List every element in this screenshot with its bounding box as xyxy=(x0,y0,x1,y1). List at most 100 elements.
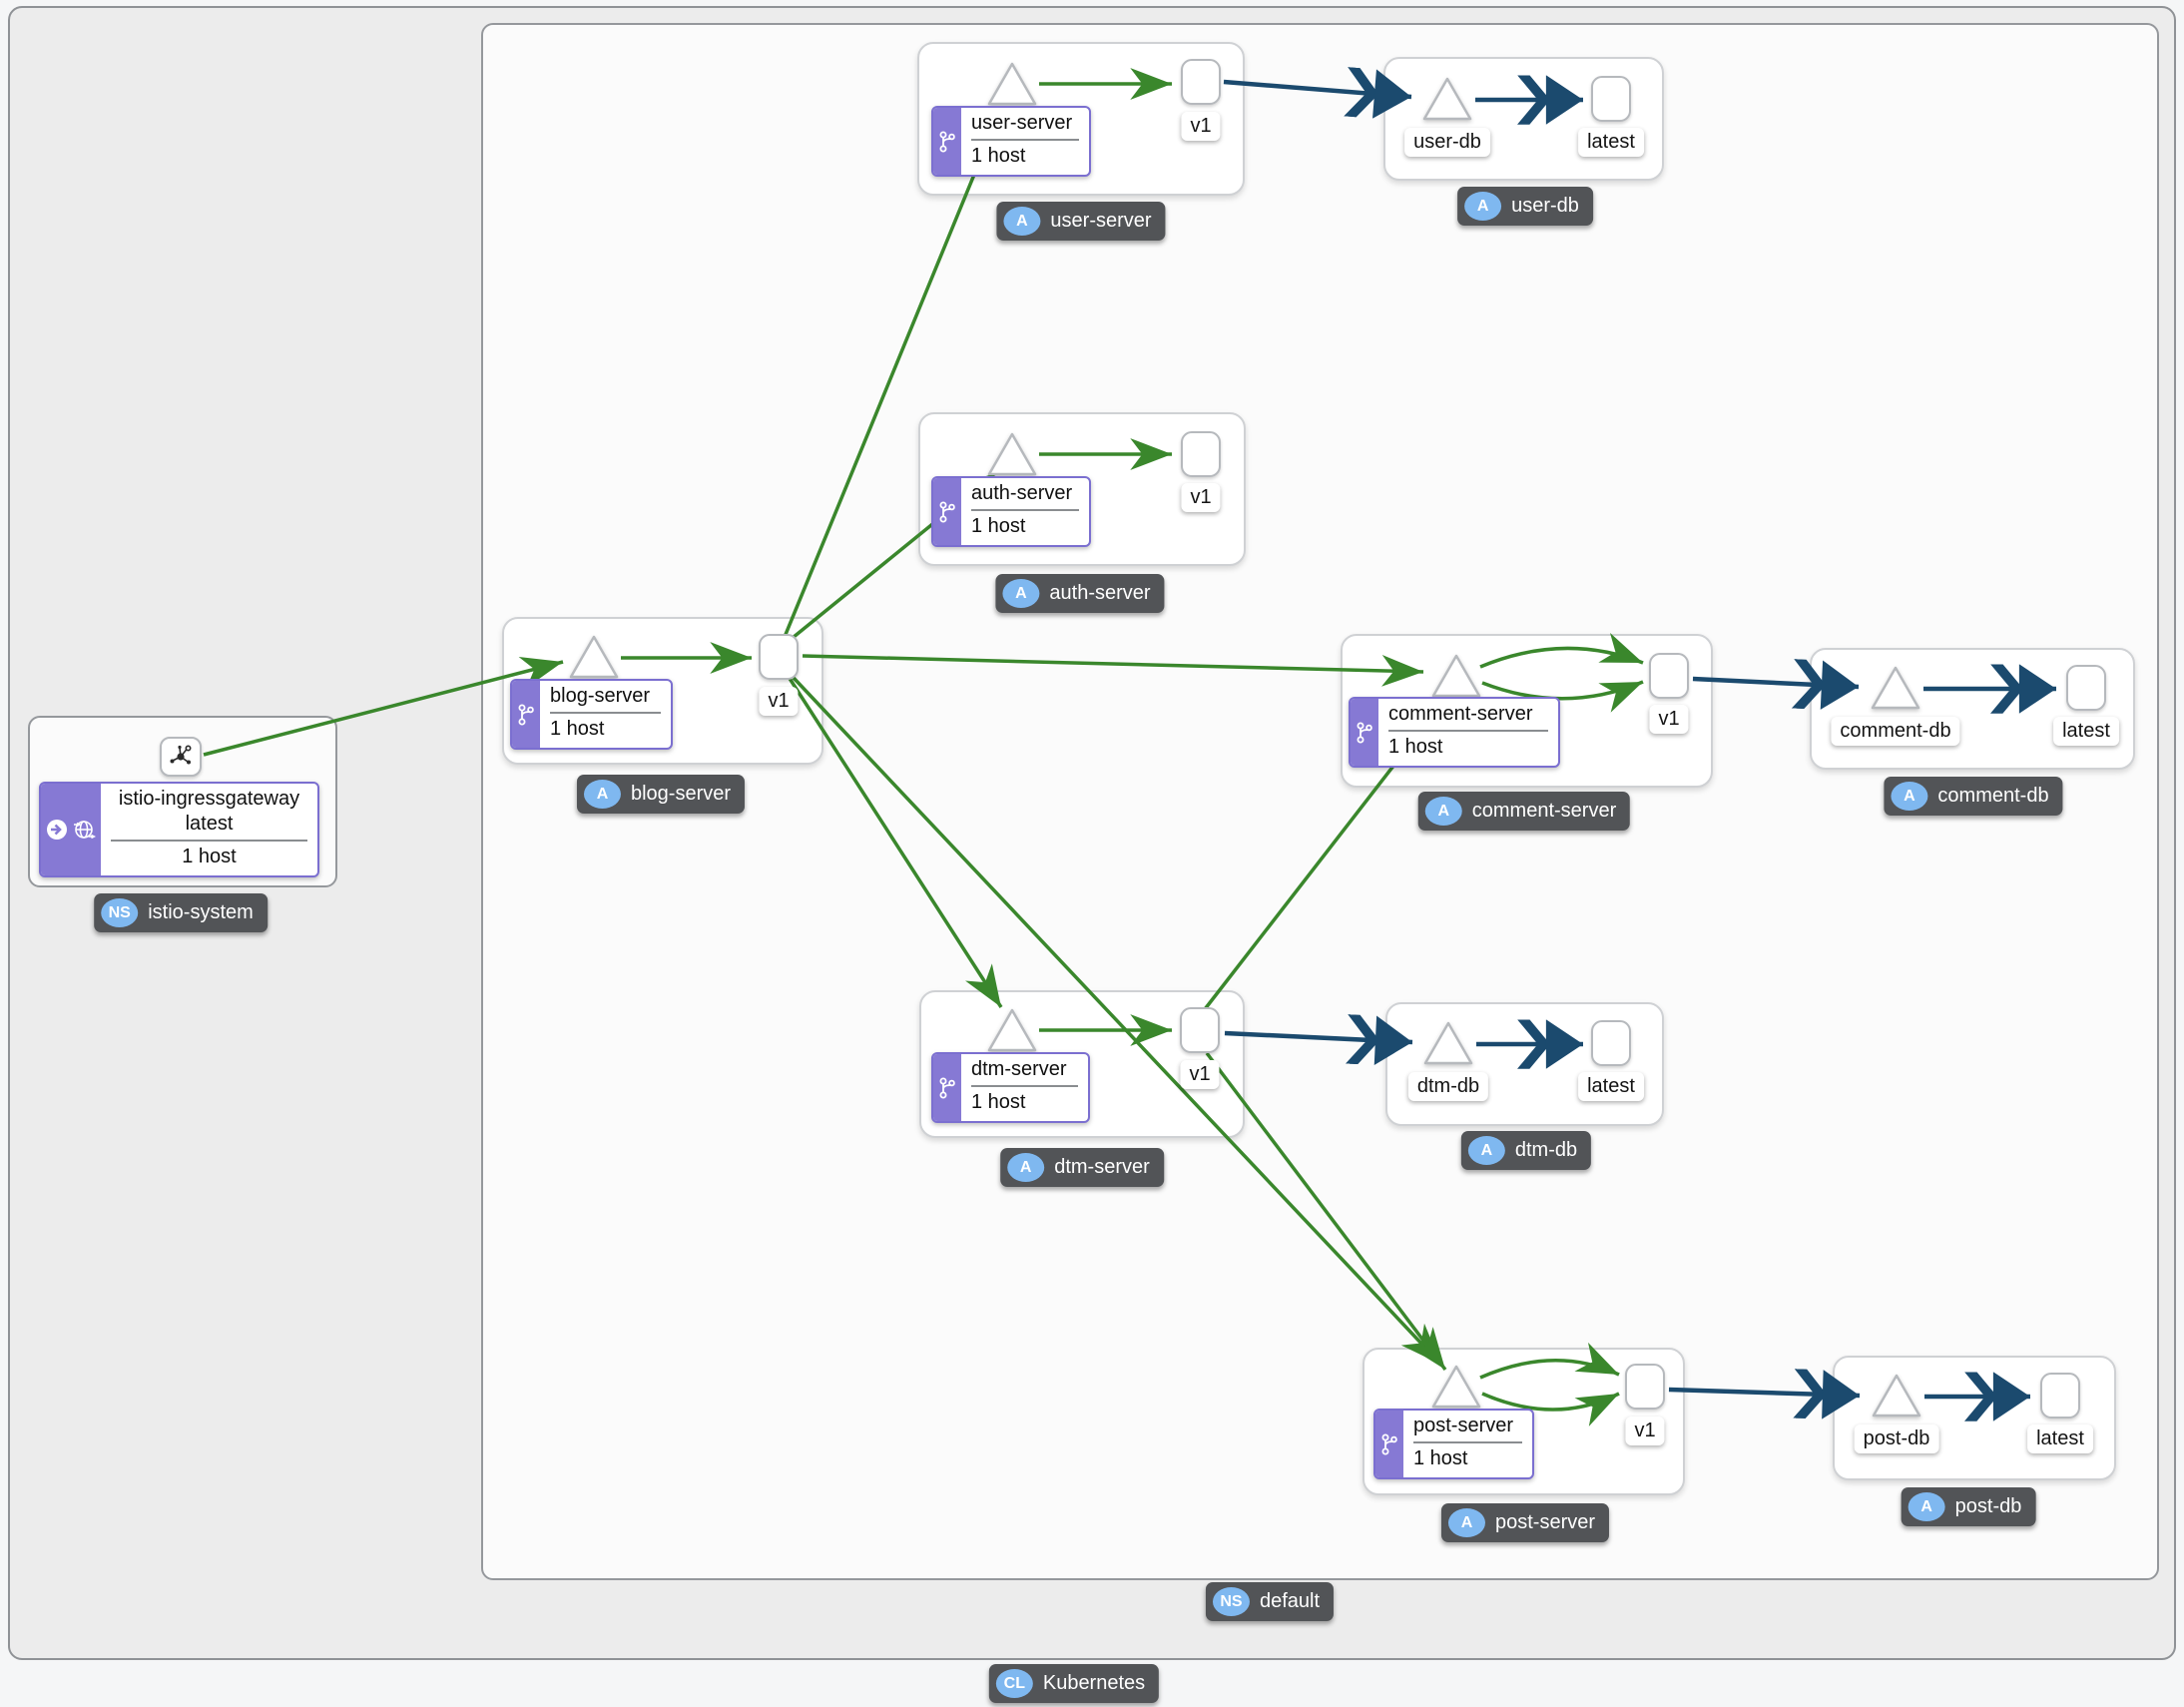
app-tag-label: post-server xyxy=(1494,1511,1596,1533)
app-badge: A xyxy=(1464,192,1502,221)
card-divider xyxy=(971,509,1079,511)
app-card-name: dtm-server xyxy=(971,1058,1067,1080)
namespace-tag-default[interactable]: NS default xyxy=(1205,1582,1335,1621)
workload-node-comment-db-latest[interactable] xyxy=(2066,665,2106,711)
workload-version-chip: latest xyxy=(1578,128,1644,157)
app-card-hosts: 1 host xyxy=(971,1091,1026,1113)
workload-node-comment-server-v1[interactable] xyxy=(1649,653,1689,699)
app-card-name: post-server xyxy=(1413,1415,1514,1436)
app-badge: A xyxy=(1424,797,1462,826)
app-tag-label: comment-db xyxy=(1937,785,2049,807)
workload-node-blog-server-v1[interactable] xyxy=(759,634,799,680)
workload-node-auth-server-v1[interactable] xyxy=(1181,431,1221,477)
app-card-name: user-server xyxy=(971,112,1073,134)
app-version-card-user-server[interactable]: user-server 1 host xyxy=(931,106,1091,177)
app-tag-dtm-db[interactable]: A dtm-db xyxy=(1460,1131,1592,1170)
gateway-hosts: 1 host xyxy=(182,846,237,867)
service-node-user-db[interactable] xyxy=(1420,75,1474,123)
app-card-hosts: 1 host xyxy=(971,515,1026,537)
gateway-badges xyxy=(41,784,101,875)
service-node-post-server[interactable] xyxy=(1429,1363,1483,1411)
app-tag-comment-db[interactable]: A comment-db xyxy=(1884,777,2063,816)
cluster-tag-label: Kubernetes xyxy=(1042,1672,1146,1694)
workload-node-istio-ingressgateway[interactable] xyxy=(160,737,202,777)
namespace-tag-istio-system[interactable]: NS istio-system xyxy=(94,893,268,932)
app-card-hosts: 1 host xyxy=(1388,736,1443,758)
app-badge: A xyxy=(1447,1508,1485,1537)
app-card-name: blog-server xyxy=(550,685,651,707)
service-label-chip: dtm-db xyxy=(1407,1072,1489,1101)
git-branch-icon xyxy=(1351,699,1378,766)
card-divider xyxy=(550,712,661,714)
gateway-globe-icon xyxy=(74,821,96,840)
app-version-card-post-server[interactable]: post-server 1 host xyxy=(1373,1409,1534,1479)
workload-node-dtm-db-latest[interactable] xyxy=(1591,1020,1631,1066)
git-branch-icon xyxy=(933,478,961,545)
cluster-tag-kubernetes[interactable]: CL Kubernetes xyxy=(988,1664,1160,1703)
card-divider xyxy=(111,840,307,842)
card-divider xyxy=(1388,730,1548,732)
app-tag-label: dtm-server xyxy=(1054,1156,1150,1178)
service-node-dtm-server[interactable] xyxy=(985,1006,1039,1054)
app-version-card-auth-server[interactable]: auth-server 1 host xyxy=(931,476,1091,547)
app-badge: A xyxy=(1908,1492,1945,1521)
app-version-card-istio-ingressgateway[interactable]: istio-ingressgateway latest 1 host xyxy=(39,782,319,877)
app-tag-label: user-db xyxy=(1511,195,1579,217)
service-label-chip: post-db xyxy=(1854,1424,1939,1453)
app-tag-post-server[interactable]: A post-server xyxy=(1440,1503,1610,1542)
workload-node-post-server-v1[interactable] xyxy=(1625,1364,1665,1410)
service-node-user-server[interactable] xyxy=(985,60,1039,108)
workload-node-user-server-v1[interactable] xyxy=(1181,59,1221,105)
app-card-hosts: 1 host xyxy=(971,145,1026,167)
service-node-post-db[interactable] xyxy=(1870,1372,1923,1420)
workload-version-chip: v1 xyxy=(1625,1417,1665,1445)
workload-version-chip: latest xyxy=(2027,1424,2093,1453)
service-node-comment-server[interactable] xyxy=(1429,652,1483,700)
workload-node-dtm-server-v1[interactable] xyxy=(1180,1007,1220,1053)
app-badge: A xyxy=(583,780,621,809)
app-badge: A xyxy=(1002,579,1040,608)
service-label-chip: user-db xyxy=(1404,128,1490,157)
git-branch-icon xyxy=(512,681,540,748)
app-version-card-comment-server[interactable]: comment-server 1 host xyxy=(1349,697,1560,768)
workload-version-chip: v1 xyxy=(1181,483,1221,512)
app-card-hosts: 1 host xyxy=(550,718,605,740)
card-divider xyxy=(971,139,1079,141)
namespace-tag-label: default xyxy=(1259,1590,1321,1612)
gateway-name: istio-ingressgateway xyxy=(118,788,300,810)
app-tag-comment-server[interactable]: A comment-server xyxy=(1417,792,1631,831)
app-tag-user-server[interactable]: A user-server xyxy=(996,202,1166,241)
app-badge: A xyxy=(1467,1136,1505,1165)
service-node-comment-db[interactable] xyxy=(1869,664,1922,712)
app-tag-dtm-server[interactable]: A dtm-server xyxy=(1000,1148,1164,1187)
app-tag-label: post-db xyxy=(1954,1495,2022,1517)
git-branch-icon xyxy=(933,1054,961,1121)
app-tag-label: blog-server xyxy=(630,783,732,805)
service-node-dtm-db[interactable] xyxy=(1421,1019,1475,1067)
workload-version-chip: v1 xyxy=(1649,705,1689,734)
service-node-blog-server[interactable] xyxy=(567,633,621,681)
app-tag-auth-server[interactable]: A auth-server xyxy=(995,574,1165,613)
namespace-badge: NS xyxy=(101,898,139,927)
app-version-card-blog-server[interactable]: blog-server 1 host xyxy=(510,679,673,750)
app-tag-blog-server[interactable]: A blog-server xyxy=(576,775,746,814)
app-card-hosts: 1 host xyxy=(1413,1447,1468,1469)
app-tag-label: auth-server xyxy=(1049,582,1151,604)
app-card-name: comment-server xyxy=(1388,703,1533,725)
workload-node-user-db-latest[interactable] xyxy=(1591,76,1631,122)
app-tag-label: dtm-db xyxy=(1514,1139,1578,1161)
namespace-badge: NS xyxy=(1212,1587,1250,1616)
app-tag-label: comment-server xyxy=(1471,800,1617,822)
app-tag-post-db[interactable]: A post-db xyxy=(1901,1487,2036,1526)
app-card-name: auth-server xyxy=(971,482,1073,504)
git-branch-icon xyxy=(1375,1411,1403,1477)
app-tag-user-db[interactable]: A user-db xyxy=(1457,187,1593,226)
arrow-circle-icon xyxy=(47,820,67,840)
app-version-card-dtm-server[interactable]: dtm-server 1 host xyxy=(931,1052,1090,1123)
git-branch-icon xyxy=(933,108,961,175)
workload-node-post-db-latest[interactable] xyxy=(2040,1373,2080,1419)
service-node-auth-server[interactable] xyxy=(985,430,1039,478)
app-tag-label: user-server xyxy=(1050,210,1152,232)
workload-version-chip: v1 xyxy=(1181,112,1221,141)
